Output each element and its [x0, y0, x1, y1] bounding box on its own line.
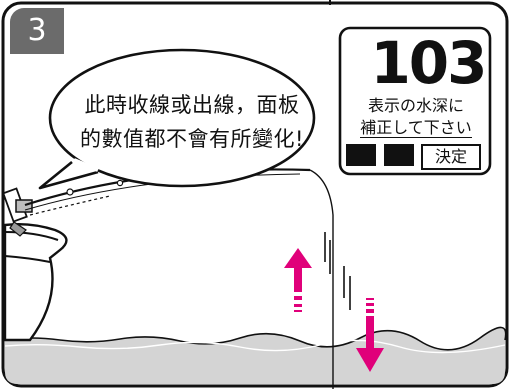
- confirm-button[interactable]: 決定: [421, 144, 481, 170]
- step-number-badge: 3: [10, 8, 64, 54]
- panel-message-line-2: 補正して下さい: [344, 118, 488, 138]
- panel-message-line-1: 表示の水深に: [367, 96, 464, 115]
- speech-bubble-shape: [38, 48, 316, 190]
- depth-readout: 103: [370, 29, 487, 97]
- speech-line-2: 的數值都不會有所變化!: [80, 127, 304, 151]
- fishing-line: [309, 169, 334, 389]
- speech-bubble-text: 此時收線或出線，面板 的數值都不會有所變化!: [58, 88, 326, 156]
- panel-message-line-2-text: 補正して下さい: [360, 118, 472, 138]
- down-arrow-icon: [356, 298, 384, 372]
- water-area: [4, 326, 507, 384]
- display-panel: [338, 26, 492, 176]
- speech-line-1: 此時收線或出線，面板: [84, 93, 300, 117]
- boat: [2, 187, 68, 342]
- up-arrow-icon: [284, 248, 312, 312]
